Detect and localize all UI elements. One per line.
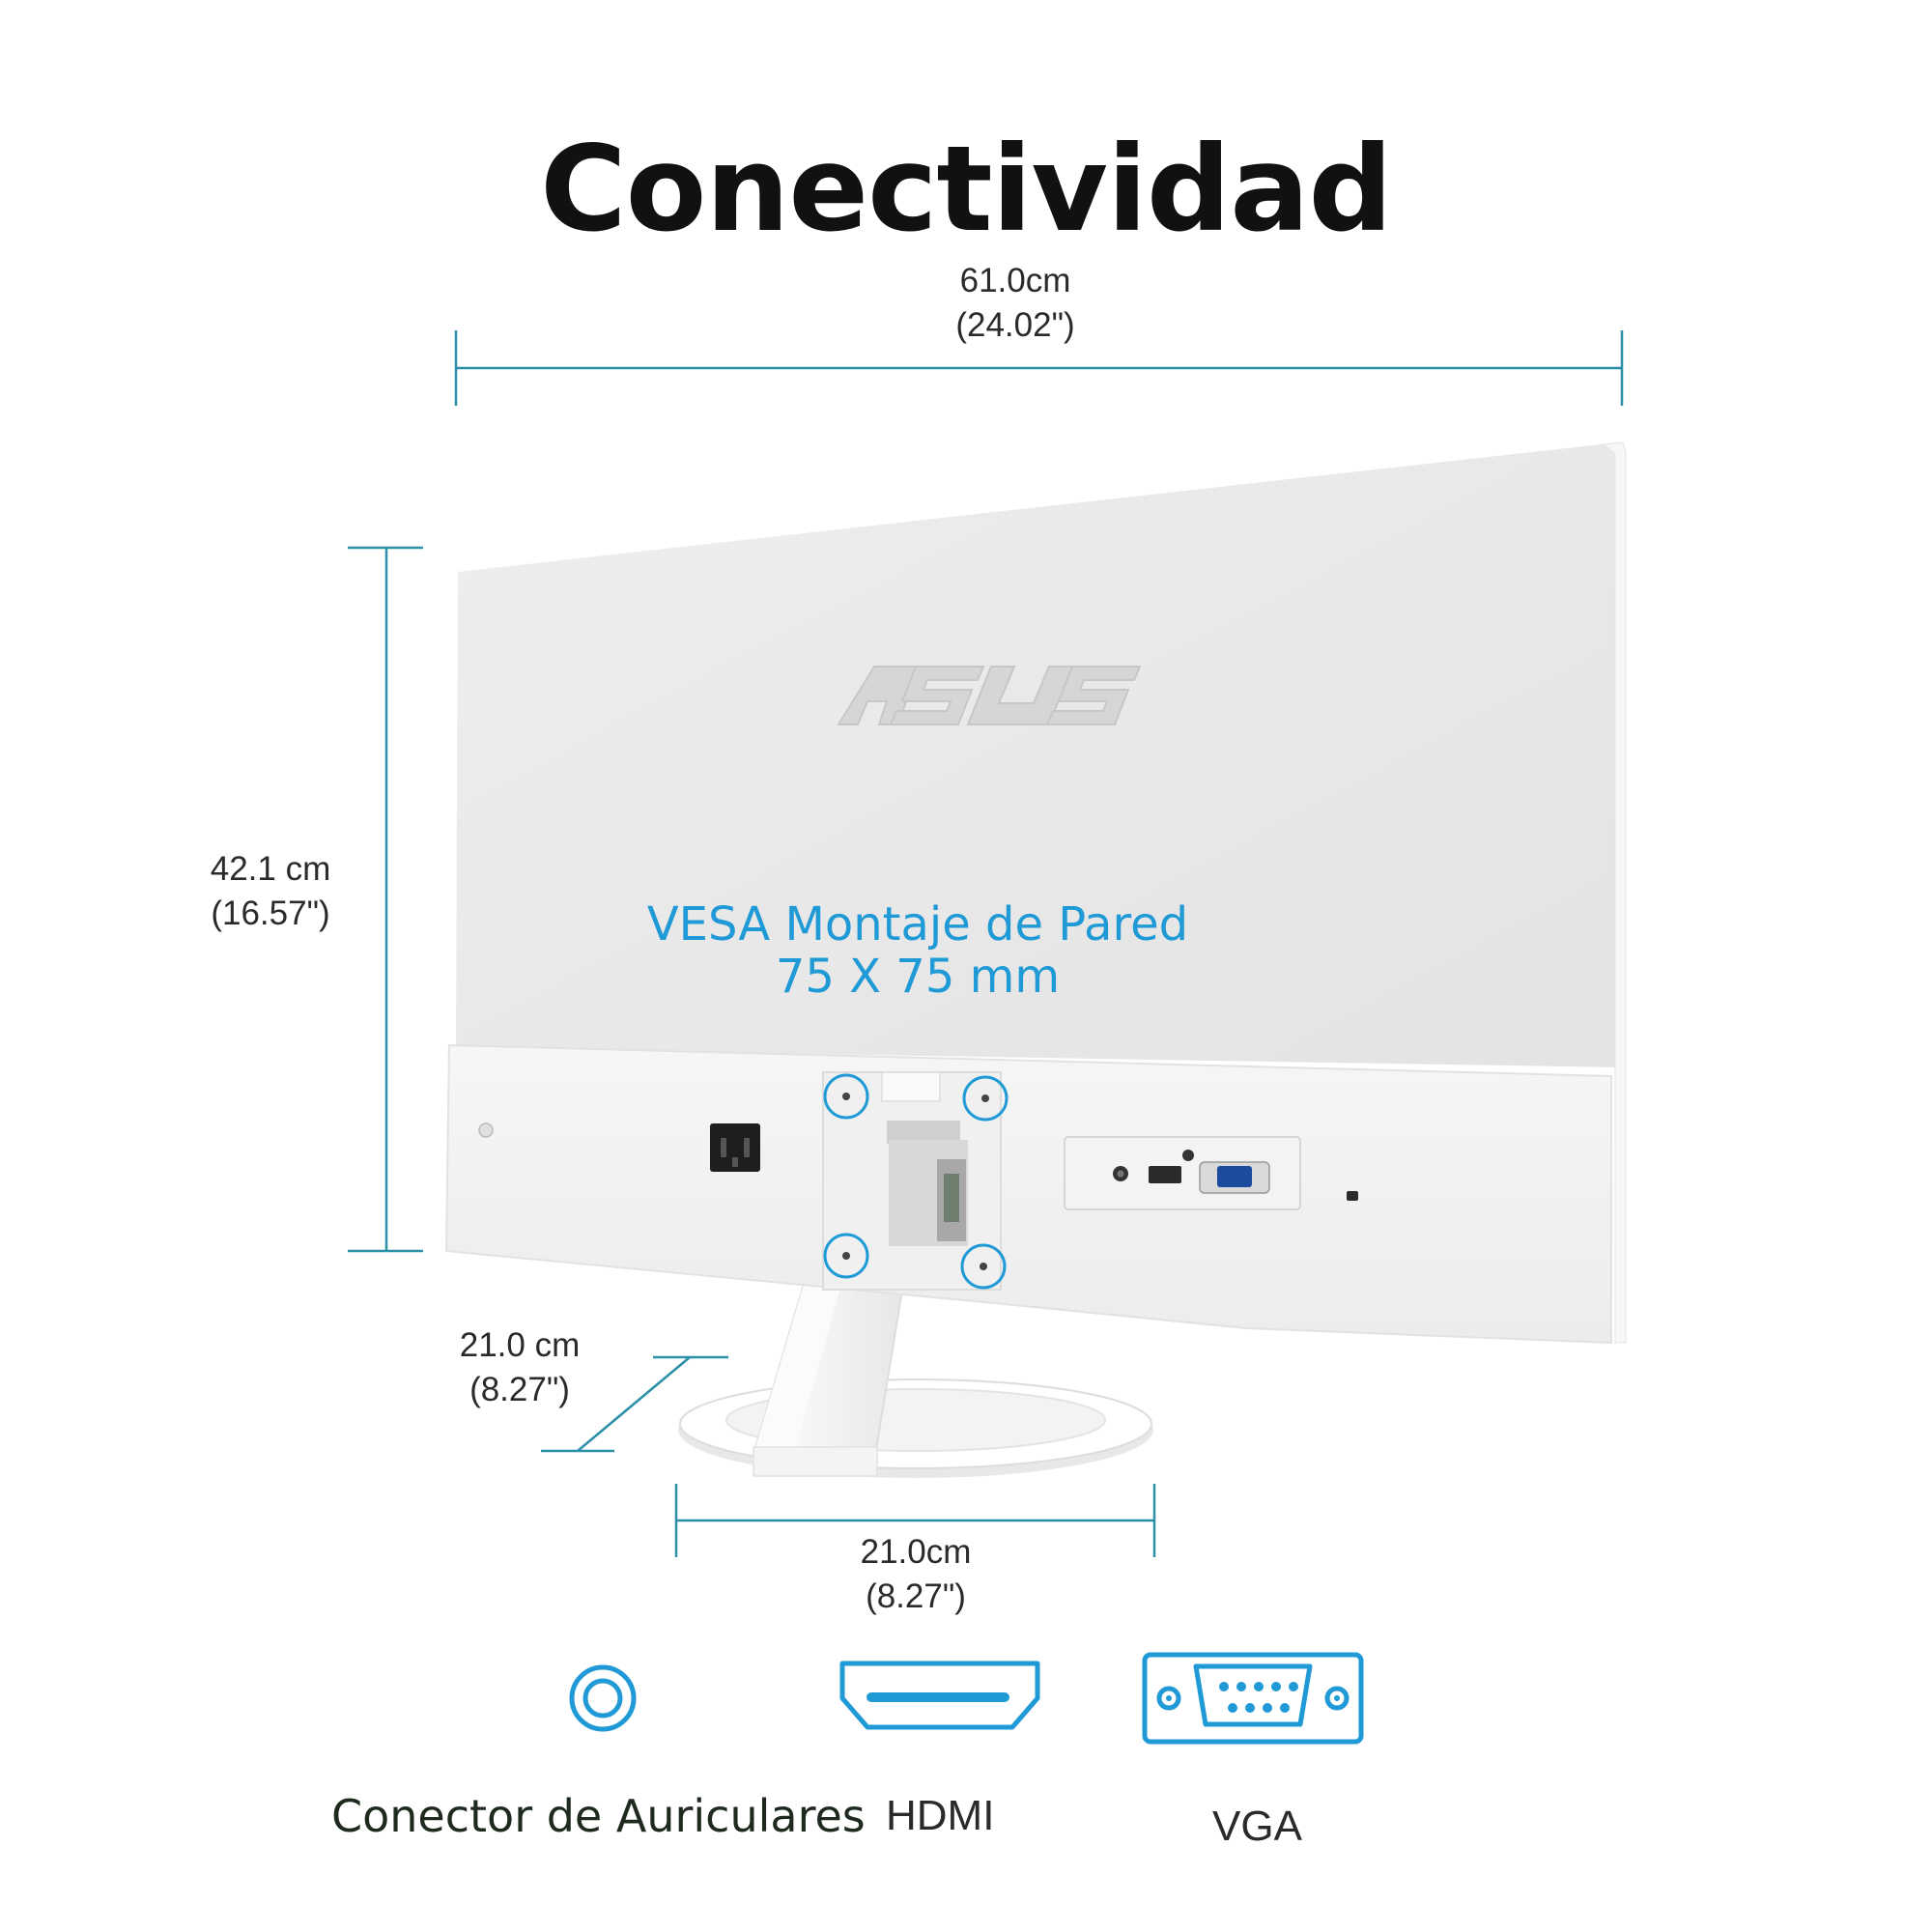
width-dimension-line (454, 330, 1624, 406)
base-depth-imperial: (8.27") (469, 1371, 570, 1408)
vesa-hole-bottom-right (960, 1243, 1007, 1290)
vesa-hole-top-left (823, 1073, 869, 1120)
width-dimension-label: 61.0cm (24.02") (919, 259, 1112, 348)
vga-label: VGA (1212, 1803, 1302, 1850)
hdmi-label: HDMI (886, 1792, 995, 1839)
monitor-back-panel (456, 441, 1627, 1344)
base-width-metric: 21.0cm (860, 1533, 972, 1571)
height-metric: 42.1 cm (210, 850, 331, 888)
height-dimension-line (348, 546, 423, 1253)
asus-logo (837, 666, 1142, 725)
monitor-lower-housing (444, 1043, 1612, 1345)
vesa-line1: VESA Montaje de Pared (646, 897, 1189, 952)
base-width-label: 21.0cm (8.27") (819, 1530, 1012, 1619)
base-depth-label: 21.0 cm (8.27") (423, 1323, 616, 1412)
headphone-jack-icon (569, 1664, 637, 1732)
width-metric: 61.0cm (959, 262, 1071, 299)
vesa-hole-bottom-left (823, 1233, 869, 1279)
vesa-mounting-holes (823, 1073, 1009, 1290)
base-width-imperial: (8.27") (866, 1577, 966, 1615)
monitor-base (678, 1378, 1153, 1478)
hdmi-port-icon (839, 1661, 1040, 1730)
height-dimension-label: 42.1 cm (16.57") (179, 847, 362, 936)
height-imperial: (16.57") (211, 895, 330, 932)
headphone-jack-label: Conector de Auriculares (331, 1790, 866, 1842)
vesa-hole-top-right (962, 1075, 1009, 1122)
vesa-mount-label: VESA Montaje de Pared 75 X 75 mm (580, 898, 1256, 1003)
vesa-line2: 75 X 75 mm (775, 950, 1061, 1004)
width-imperial: (24.02") (955, 306, 1075, 344)
vga-port-icon (1142, 1652, 1364, 1745)
base-depth-metric: 21.0 cm (459, 1326, 581, 1364)
page-title: Conectividad (540, 121, 1393, 258)
base-width-dimension-line (674, 1484, 1156, 1557)
base-depth-dimension-line (541, 1355, 728, 1453)
